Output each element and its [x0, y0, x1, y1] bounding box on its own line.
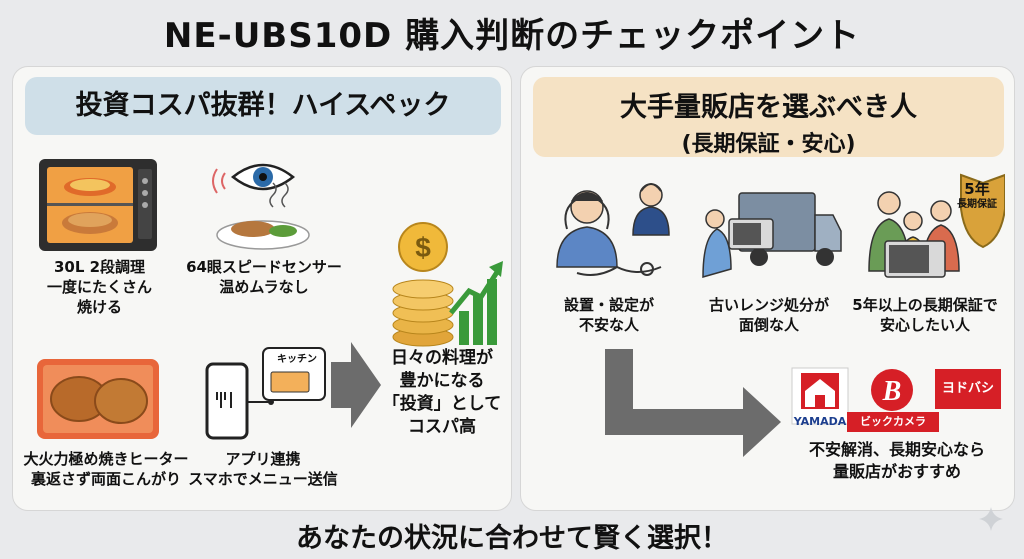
bic-camera-caption: ビックカメラ — [847, 412, 939, 432]
feature-heater-label: 大火力極め焼きヒーター裏返さず両面こんがり — [23, 450, 189, 488]
grill-tray-icon — [37, 359, 159, 439]
app-phone-icon — [205, 347, 326, 440]
page-title: NE-UBS10D 購入判断のチェックポイント — [163, 16, 861, 56]
right-arrow-icon — [605, 349, 781, 457]
feature-app-label: アプリ連携スマホでメニュー送信 — [188, 450, 338, 488]
left-arrow-icon — [331, 342, 381, 428]
eye-sensor-icon — [212, 163, 310, 250]
investment-result-label: 日々の料理が豊かになる「投資」としてコスパ高 — [382, 348, 502, 437]
case-warranty-label: 5年以上の長期保証で安心したい人 — [852, 296, 998, 334]
worried-person-icon — [556, 183, 670, 276]
yamada-logo-icon — [791, 367, 849, 425]
oven-icon — [39, 159, 157, 251]
bic-camera-logo-icon: B — [871, 369, 913, 411]
right-panel-heading: 大手量販店を選ぶべき人 (長期保証・安心) — [533, 77, 1004, 157]
yodobashi-logo: ヨドバシ — [935, 369, 1001, 409]
disposal-truck-icon — [702, 192, 842, 278]
family-warranty-icon — [868, 173, 1005, 278]
right-heading-sub: (長期保証・安心) — [681, 132, 856, 157]
warranty-shield-label: 5年 長期保証 — [957, 180, 997, 210]
feature-sensor-label: 64眼スピードセンサー温めムラなし — [186, 258, 342, 296]
coins-growth-icon: $ — [392, 222, 503, 347]
sparkle-icon — [979, 507, 1003, 531]
case-disposal-label: 古いレンジ処分が面倒な人 — [708, 296, 829, 334]
left-panel: 投資コスパ抜群！ハイスペック 30L 2段調理一度にたくさん焼ける 64眼スピー… — [12, 66, 512, 511]
svg-text:$: $ — [415, 232, 431, 263]
yamada-caption: YAMADA — [793, 415, 847, 428]
app-screen-label: キッチン — [277, 354, 317, 365]
right-heading-title: 大手量販店を選ぶべき人 — [620, 92, 917, 123]
conclusion-label: 不安解消、長期安心なら量販店がおすすめ — [808, 440, 985, 481]
right-panel: 大手量販店を選ぶべき人 (長期保証・安心) 設置・設定が不安な人 古いレンジ処分… — [520, 66, 1015, 511]
svg-text:B: B — [882, 376, 902, 407]
feature-capacity-label: 30L 2段調理一度にたくさん焼ける — [46, 258, 152, 316]
case-install-label: 設置・設定が不安な人 — [563, 296, 654, 334]
left-panel-heading: 投資コスパ抜群！ハイスペック — [25, 77, 501, 135]
footer-message: あなたの状況に合わせて賢く選択！ — [296, 523, 728, 554]
